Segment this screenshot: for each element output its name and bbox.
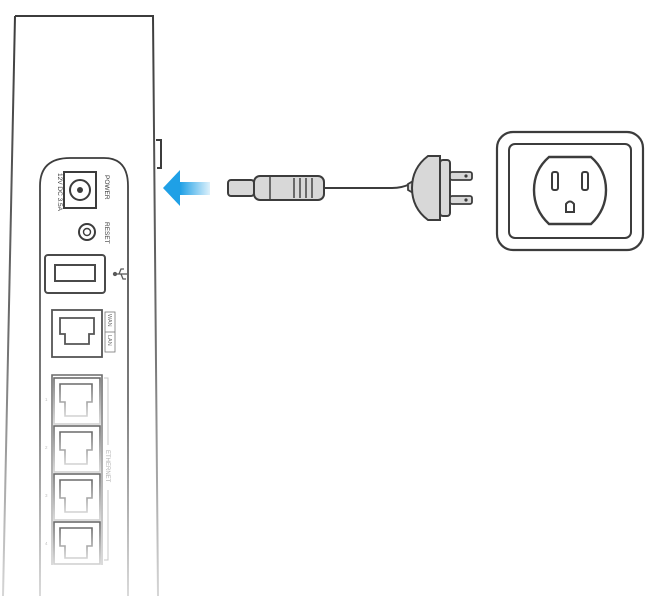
lan-label: LAN	[106, 335, 112, 346]
router-body	[2, 15, 162, 597]
wan-label: WAN	[106, 314, 112, 327]
router-top-edge	[15, 15, 159, 597]
barrel-connector	[227, 175, 325, 201]
power-cable	[324, 183, 411, 189]
power-plug-icon	[407, 155, 473, 221]
rear-panel	[39, 157, 129, 596]
arrow-left-icon	[163, 170, 210, 206]
power-jack	[63, 171, 97, 209]
ethernet-bracket	[104, 377, 109, 561]
router-left-edge	[2, 15, 16, 597]
reset-label: RESET	[103, 222, 110, 244]
usb-icon	[112, 268, 127, 280]
ethernet-label: ETHERNET	[104, 450, 110, 483]
port-number-3: 3	[45, 493, 48, 498]
port-number-1: 1	[45, 397, 48, 402]
port-number-4: 4	[45, 541, 48, 546]
router-side-button	[156, 139, 162, 169]
lan-wan-port	[51, 309, 103, 358]
dc-rating-label: 12V DC 3.5A	[56, 173, 63, 212]
ethernet-ports	[51, 374, 103, 565]
usb-port	[44, 254, 106, 294]
port-number-2: 2	[45, 445, 48, 450]
reset-button	[78, 223, 96, 241]
power-outlet-icon	[495, 130, 645, 252]
lan-wan-label-box	[104, 311, 116, 353]
power-label: POWER	[103, 175, 110, 200]
